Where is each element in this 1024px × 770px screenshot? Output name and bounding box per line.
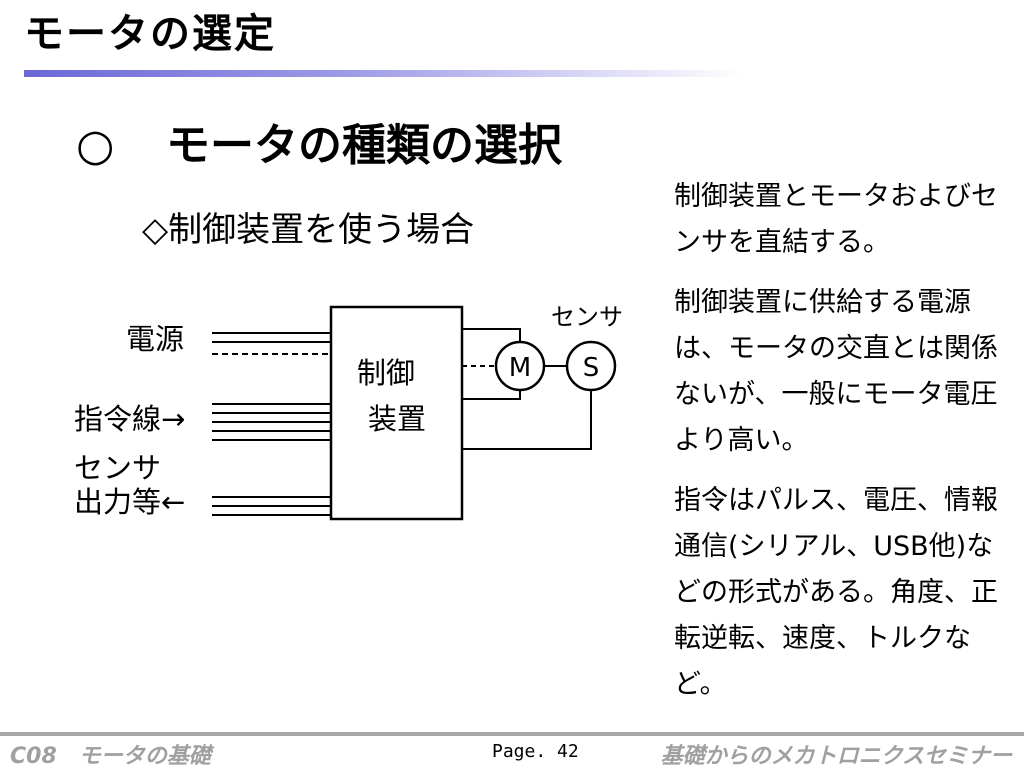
sensor-symbol-label: S <box>583 353 600 383</box>
sensor-symbol <box>565 340 617 392</box>
side-paragraph: 制御装置とモータおよびセンサを直結する。 <box>674 181 998 258</box>
controller-label-line2: 装置 <box>368 402 426 436</box>
side-paragraph: 制御装置に供給する電源は、モータの交直とは関係ないが、一般にモータ電圧より高い。 <box>674 287 998 456</box>
power-label: 電源 <box>126 322 184 356</box>
motor-wiring <box>462 328 566 400</box>
sub-heading: ◇制御装置を使う場合 <box>142 210 475 250</box>
heading-bullet-icon: ○ <box>76 120 115 171</box>
sensor-output-label-line2: 出力等← <box>74 485 185 519</box>
command-label: 指令線→ <box>74 402 185 436</box>
sensor-output-label-line1: センサ <box>74 451 161 485</box>
command-lines <box>212 403 331 441</box>
sensor-wiring <box>462 390 592 450</box>
heading-text: モータの種類の選択 <box>166 120 562 171</box>
motor-label: M <box>509 353 531 383</box>
footer-rule <box>0 732 1024 736</box>
motor-symbol <box>494 340 546 392</box>
side-text: 制御装置とモータおよびセンサを直結する。 制御装置に供給する電源は、モータの交直… <box>674 174 1019 722</box>
footer-course: C08 モータの基礎 <box>10 744 211 769</box>
page-number: Page. 42 <box>492 741 579 762</box>
footer-series: 基礎からのメカトロニクスセミナー <box>660 744 1012 769</box>
sensor-output-lines <box>212 496 331 516</box>
power-lines <box>212 332 331 355</box>
controller-label-line1: 制御 <box>357 356 415 390</box>
section-heading: ○モータの種類の選択 <box>76 124 562 168</box>
controller-box <box>329 305 464 521</box>
side-paragraph: 指令はパルス、電圧、情報通信(シリアル、USB他)などの形式がある。角度、正転逆… <box>674 485 998 700</box>
sensor-caption: センサ <box>551 303 623 331</box>
title-underline <box>24 70 744 77</box>
slide-title: モータの選定 <box>24 11 276 57</box>
